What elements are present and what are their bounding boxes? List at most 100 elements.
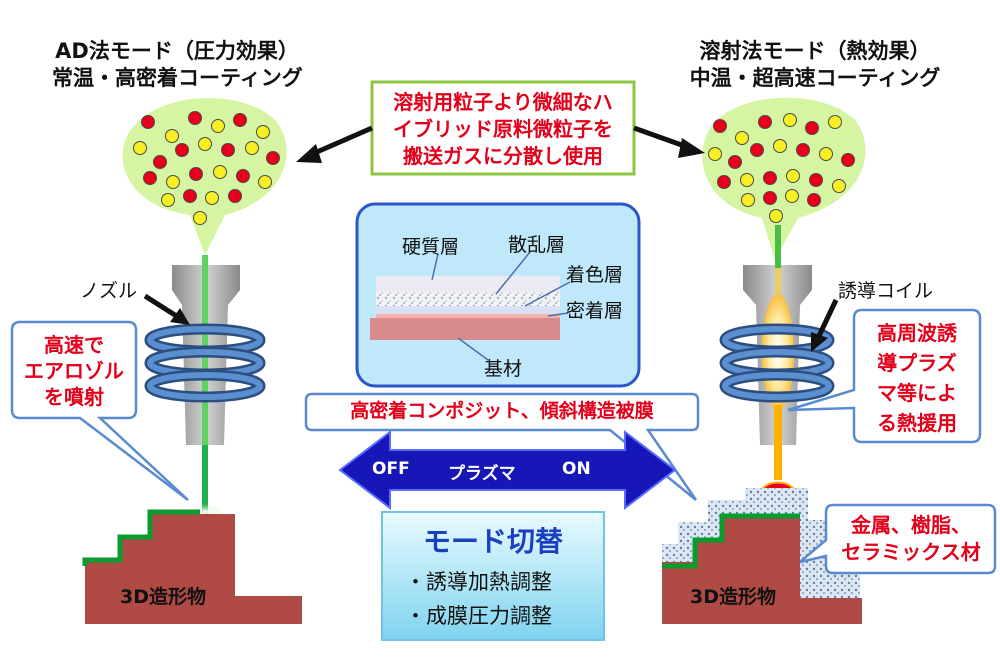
yellow-particle xyxy=(198,137,212,151)
yellow-particle xyxy=(832,179,846,193)
yellow-particle xyxy=(773,139,787,153)
mode-item-induction: ・誘導加熱調整 xyxy=(405,570,552,594)
right-object-label: 3D造形物 xyxy=(690,586,776,608)
description-text: 溶射用粒子より微細なハ イブリッド原料微粒子を 搬送ガスに分散し使用 xyxy=(374,89,632,170)
yellow-particle xyxy=(213,165,227,179)
yellow-particle xyxy=(740,173,754,187)
left-coil xyxy=(144,323,266,403)
materials-line1: 金属、樹脂、 xyxy=(851,513,971,537)
red-particle xyxy=(841,153,855,167)
mode-item-pressure: ・成膜圧力調整 xyxy=(405,604,552,628)
yellow-particle xyxy=(133,141,147,155)
substrate-layer-label: 基材 xyxy=(484,358,523,380)
arrow-off-label: OFF xyxy=(372,459,410,479)
yellow-particle xyxy=(166,175,180,189)
red-particle xyxy=(805,121,819,135)
yellow-particle xyxy=(786,169,800,183)
red-particle xyxy=(728,155,742,169)
red-particle xyxy=(188,111,202,125)
right-nozzle xyxy=(743,225,812,497)
red-particle xyxy=(175,143,189,157)
arrow-on-label: ON xyxy=(562,459,591,479)
left-particle-bubble xyxy=(122,98,287,256)
arrow-icon xyxy=(296,125,705,163)
red-particle xyxy=(807,193,821,207)
left-callout-line3: を噴射 xyxy=(44,385,104,409)
plasma-double-arrow xyxy=(338,429,677,511)
right-callout xyxy=(787,308,982,444)
scatter-layer-label: 散乱層 xyxy=(508,234,566,256)
red-particle xyxy=(266,151,280,165)
arrow-plasma-label: プラズマ xyxy=(448,464,516,484)
red-particle xyxy=(750,143,764,157)
red-particle xyxy=(141,115,155,129)
right-title: 溶射法モード（熱効果） 中温・超高速コーティング xyxy=(680,38,950,92)
yellow-particle xyxy=(193,211,207,225)
coil-label: 誘導コイル xyxy=(838,280,934,302)
left-title-line2: 常温・高密着コーティング xyxy=(52,66,303,90)
red-particle xyxy=(796,143,810,157)
scatter-layer xyxy=(376,292,560,306)
color-layer xyxy=(376,306,560,314)
adhesion-layer xyxy=(376,314,560,318)
left-callout-line2: エアロゾル xyxy=(24,359,124,383)
nozzle-label: ノズル xyxy=(80,280,138,302)
red-particle xyxy=(236,169,250,183)
layer-structure-panel xyxy=(355,202,641,388)
description-line3: 搬送ガスに分散し使用 xyxy=(403,144,603,168)
right-title-line2: 中温・超高速コーティング xyxy=(689,66,941,90)
composite-label: 高密着コンポジット、傾斜構造被膜 xyxy=(350,400,654,422)
red-particle xyxy=(228,189,242,203)
right-coil xyxy=(719,323,835,403)
coil-pointer xyxy=(815,298,839,340)
yellow-particle xyxy=(161,193,175,207)
hard-layer-label: 硬質層 xyxy=(402,236,460,258)
left-callout-text: 高速で エアロゾル を噴射 xyxy=(14,332,134,410)
yellow-particle xyxy=(819,147,833,161)
red-particle xyxy=(717,175,731,189)
yellow-particle xyxy=(211,119,225,133)
right-spray-stream xyxy=(774,405,782,480)
yellow-particle xyxy=(828,115,842,129)
left-3d-object xyxy=(82,509,302,624)
adhesion-layer-label: 密着層 xyxy=(566,300,624,322)
red-particle xyxy=(713,119,727,133)
yellow-particle xyxy=(258,175,272,189)
left-title-line1: AD法モード（圧力効果） xyxy=(55,39,299,63)
left-aerosol-stream xyxy=(202,255,208,515)
yellow-particle xyxy=(256,125,270,139)
yellow-particle xyxy=(783,113,797,127)
red-particle xyxy=(233,113,247,127)
materials-line2: セラミックス材 xyxy=(841,540,981,564)
yellow-particle xyxy=(245,141,259,155)
right-callout-text: 高周波誘 導プラズ マ等によ る熱援用 xyxy=(856,318,978,438)
substrate-layer xyxy=(370,318,560,340)
red-particle xyxy=(153,155,167,169)
yellow-particle xyxy=(785,189,799,203)
red-particle xyxy=(221,143,235,157)
red-particle xyxy=(763,171,777,185)
yellow-particle xyxy=(708,147,722,161)
description-line2: イブリッド原料微粒子を xyxy=(393,117,613,141)
red-particle xyxy=(189,167,203,181)
left-callout xyxy=(10,320,189,501)
yellow-particle xyxy=(741,193,755,207)
materials-callout xyxy=(799,503,997,575)
materials-text: 金属、樹脂、 セラミックス材 xyxy=(828,512,994,566)
left-object-label: 3D造形物 xyxy=(120,586,206,608)
color-layer-label: 着色層 xyxy=(566,264,624,286)
mode-switch-box xyxy=(381,511,605,641)
left-particles xyxy=(133,111,280,225)
red-particle xyxy=(809,173,823,187)
right-callout-line4: る熱援用 xyxy=(877,411,957,435)
hard-layer xyxy=(376,276,560,294)
coil-icon xyxy=(144,323,266,403)
right-callout-line3: マ等によ xyxy=(877,381,957,405)
left-callout-line1: 高速で xyxy=(44,333,104,357)
yellow-particle xyxy=(165,129,179,143)
yellow-particle xyxy=(735,131,749,145)
left-title: AD法モード（圧力効果） 常温・高密着コーティング xyxy=(52,38,303,92)
right-callout-line1: 高周波誘 xyxy=(877,321,957,345)
left-nozzle xyxy=(172,255,240,520)
